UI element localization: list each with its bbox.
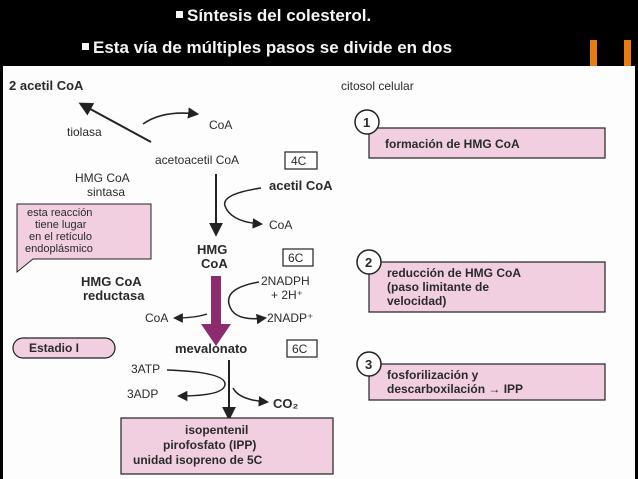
- step-3-number: 3: [365, 357, 372, 372]
- ipp-line-3: unidad isopreno de 5C: [133, 453, 263, 467]
- step-1-box: [368, 127, 606, 159]
- carbon-6-box-2: [286, 339, 318, 358]
- reductasa-label-1: HMG CoA: [81, 274, 142, 289]
- hmg-label-2: CoA: [201, 256, 228, 271]
- estadio-badge: [12, 337, 116, 359]
- diagram-panel: 2 acetil CoA citosol celular tiolasa CoA…: [3, 66, 635, 479]
- slide-bullet-2: Esta vía de múltiples pasos se divide en…: [82, 38, 452, 58]
- start-label: 2 acetil CoA: [9, 78, 84, 93]
- er-note-line-2: tiene lugar: [35, 219, 87, 231]
- coa-out-arrow: [173, 313, 208, 323]
- ipp-line-1: isopentenil: [185, 423, 248, 437]
- coa-label-1: CoA: [209, 118, 232, 132]
- co2-out-arrow: [232, 387, 270, 407]
- nadph-label-2: + 2H⁺: [271, 288, 303, 302]
- step-2-line-1: reducción de HMG CoA: [387, 266, 521, 280]
- step-1-circle: [354, 109, 380, 135]
- slide-header: Síntesis del colesterol. Esta vía de múl…: [0, 0, 638, 68]
- carbon-6-label-1: 6C: [288, 251, 304, 265]
- atp-label: 3ATP: [131, 362, 160, 376]
- step-2-line-3: velocidad): [387, 294, 446, 308]
- step-3-box: [368, 363, 606, 401]
- er-note-line-3: en el retículo: [29, 231, 92, 243]
- coa-label-3: CoA: [145, 311, 168, 325]
- co2-label: CO₂: [273, 396, 299, 411]
- step-2-number: 2: [365, 255, 372, 270]
- acetil-coa-curve-arrow: [223, 187, 264, 229]
- cholesterol-pathway-diagram: 2 acetil CoA citosol celular tiolasa CoA…: [9, 78, 606, 475]
- er-note-line-1: esta reacción: [27, 207, 92, 219]
- tiolasa-arrow: [78, 102, 152, 143]
- acetoacetil-label: acetoacetil CoA: [155, 153, 239, 167]
- step-2-circle: [356, 249, 382, 275]
- atp-curve-arrow: [166, 369, 226, 402]
- accent-bar-left: [590, 40, 597, 68]
- er-note-callout: [16, 203, 152, 274]
- nadp-label: 2NADP⁺: [267, 311, 313, 325]
- coa-label-2: CoA: [269, 218, 292, 232]
- step-1-text: formación de HMG CoA: [385, 137, 520, 151]
- nadph-curve-arrow: [227, 281, 268, 325]
- carbon-6-label-2: 6C: [292, 342, 308, 356]
- step-3-circle: [356, 351, 382, 377]
- slide-bullet-1: Síntesis del colesterol.: [176, 6, 371, 26]
- square-bullet-icon: [82, 43, 89, 51]
- step-2-box: [368, 261, 606, 313]
- location-label: citosol celular: [341, 79, 414, 93]
- reductasa-arrow: [201, 276, 231, 346]
- bullet-2-text: Esta vía de múltiples pasos se divide en…: [93, 38, 453, 57]
- mevalonato-label: mevalonato: [175, 341, 247, 356]
- step-3-line-2: descarboxilación → IPP: [387, 382, 523, 396]
- adp-label: 3ADP: [127, 387, 158, 401]
- hmg-sintasa-label-2: sintasa: [87, 185, 125, 199]
- er-note-line-4: endoplásmico: [25, 243, 93, 255]
- carbon-6-box-1: [282, 248, 314, 267]
- ipp-line-2: pirofosfato (IPP): [163, 438, 256, 452]
- coa-release-arrow: [142, 107, 200, 125]
- hmg-label-1: HMG: [197, 242, 227, 257]
- step-3-line-1: fosforilización y: [387, 368, 479, 382]
- step-2-line-2: (paso limitante de: [387, 280, 489, 294]
- estadio-label: Estadio I: [29, 341, 79, 355]
- square-bullet-icon: [176, 11, 183, 19]
- carbon-4-label: 4C: [291, 154, 307, 168]
- step-1-number: 1: [363, 115, 370, 130]
- carbon-4-box: [284, 151, 318, 170]
- tiolasa-label: tiolasa: [67, 125, 102, 139]
- hmg-sintasa-label-1: HMG CoA: [75, 171, 130, 185]
- ipp-box: [120, 417, 334, 475]
- reductasa-label-2: reductasa: [83, 288, 145, 303]
- nadph-label-1: 2NADPH: [261, 274, 310, 288]
- bullet-1-text: Síntesis del colesterol.: [187, 6, 372, 25]
- accent-bar-right: [624, 40, 631, 68]
- acetil-coa-label: acetil CoA: [269, 178, 333, 193]
